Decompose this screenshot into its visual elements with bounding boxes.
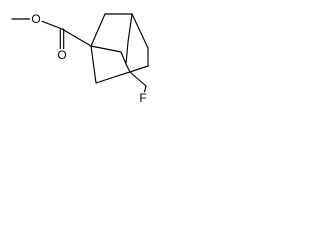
single-bond (61, 28, 92, 47)
single-bond (120, 51, 127, 65)
molecule-diagram: O O F (0, 0, 186, 113)
single-bond (144, 85, 147, 93)
single-bond (129, 65, 149, 73)
single-bond (127, 13, 133, 43)
atom-label-o: O (31, 12, 40, 26)
adamantane-ester-structure: O O F (11, 12, 149, 105)
single-bond (41, 20, 63, 30)
single-bond (90, 45, 97, 84)
single-bond (90, 45, 122, 53)
atom-label-o: O (57, 48, 66, 62)
single-bond (125, 41, 129, 65)
single-bond (129, 71, 147, 87)
single-bond (131, 13, 149, 49)
atom-label-f: F (139, 91, 146, 105)
single-bond (125, 63, 131, 73)
single-bond (90, 13, 106, 47)
